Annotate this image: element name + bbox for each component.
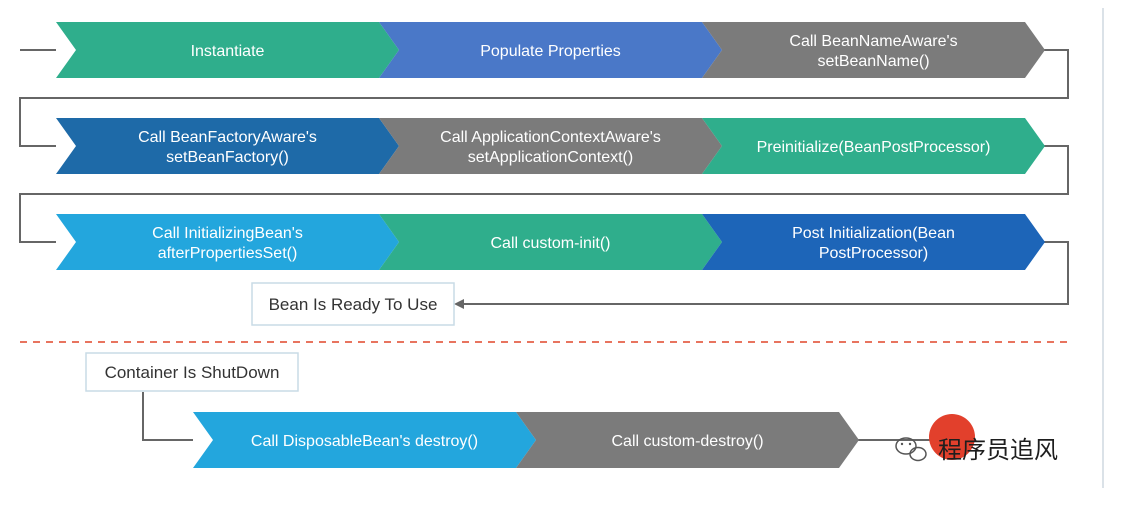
connectors bbox=[19, 49, 1069, 441]
step-post-initialization bbox=[702, 214, 1045, 270]
step-populate-properties-label-line: Populate Properties bbox=[480, 43, 621, 60]
step-set-application-context-label-line: setApplicationContext() bbox=[468, 149, 633, 166]
step-set-bean-name bbox=[702, 22, 1045, 78]
step-instantiate-label: Instantiate bbox=[191, 43, 265, 60]
watermark-text: 程序员追风 bbox=[938, 436, 1058, 464]
step-custom-destroy bbox=[516, 412, 859, 468]
step-instantiate-label-line: Instantiate bbox=[191, 43, 265, 60]
step-preinitialize bbox=[702, 118, 1045, 174]
step-custom-init bbox=[379, 214, 722, 270]
container-shutdown-box-frame bbox=[85, 352, 299, 392]
bean-ready-box: Bean Is Ready To Use bbox=[251, 282, 455, 326]
process-steps: Instantiate Populate Properties Call BeanN… bbox=[56, 22, 1045, 468]
step-preinitialize-label: Preinitialize(BeanPostProcessor) bbox=[757, 139, 991, 156]
connector-row3-ready bbox=[462, 241, 1069, 305]
step-disposable-destroy-label: Call DisposableBean's destroy() bbox=[251, 433, 478, 450]
step-post-initialization-label-line: Post Initialization(Bean bbox=[792, 225, 955, 242]
step-after-properties-set-label: Call InitializingBean's afterPropertiesSe… bbox=[152, 225, 303, 262]
connector-row2-row3 bbox=[19, 145, 1069, 243]
watermark: 程序员追风 bbox=[895, 414, 1058, 464]
step-disposable-destroy bbox=[193, 412, 536, 468]
step-populate-properties-label: Populate Properties bbox=[480, 43, 621, 60]
step-set-bean-factory bbox=[56, 118, 399, 174]
step-set-application-context-label-line: Call ApplicationContextAware's bbox=[440, 129, 661, 146]
step-custom-destroy-label: Call custom-destroy() bbox=[611, 433, 763, 450]
step-set-bean-factory-label-line: setBeanFactory() bbox=[166, 149, 289, 166]
step-set-bean-factory-label-line: Call BeanFactoryAware's bbox=[138, 129, 317, 146]
watermark-badge bbox=[929, 414, 975, 460]
step-custom-destroy-label-line: Call custom-destroy() bbox=[611, 433, 763, 450]
step-disposable-destroy-label-line: Call DisposableBean's destroy() bbox=[251, 433, 478, 450]
bean-ready-box-frame bbox=[251, 282, 455, 326]
step-populate-properties bbox=[379, 22, 722, 78]
step-set-bean-name-label: Call BeanNameAware's setBeanName() bbox=[789, 33, 957, 70]
step-set-bean-factory-label: Call BeanFactoryAware's setBeanFactory() bbox=[138, 129, 317, 166]
step-set-bean-name-label-line: Call BeanNameAware's bbox=[789, 33, 957, 50]
connector-row1-row2 bbox=[19, 49, 1069, 147]
step-after-properties-set-label-line: afterPropertiesSet() bbox=[158, 245, 298, 262]
step-custom-init-label-line: Call custom-init() bbox=[490, 235, 610, 252]
step-set-application-context bbox=[379, 118, 722, 174]
bean-ready-label: Bean Is Ready To Use bbox=[269, 295, 438, 314]
step-preinitialize-label-line: Preinitialize(BeanPostProcessor) bbox=[757, 139, 991, 156]
container-shutdown-box: Container Is ShutDown bbox=[85, 352, 299, 392]
step-after-properties-set bbox=[56, 214, 399, 270]
step-custom-init-label: Call custom-init() bbox=[490, 235, 610, 252]
step-instantiate bbox=[56, 22, 399, 78]
container-shutdown-label: Container Is ShutDown bbox=[105, 363, 280, 382]
step-set-application-context-label: Call ApplicationContextAware's setApplica… bbox=[440, 129, 661, 166]
connector-shutdown-row4 bbox=[142, 392, 193, 441]
ready-arrowhead bbox=[454, 299, 464, 309]
wechat-icon bbox=[895, 437, 927, 462]
step-post-initialization-label-line: PostProcessor) bbox=[819, 245, 928, 262]
step-set-bean-name-label-line: setBeanName() bbox=[817, 53, 929, 70]
step-after-properties-set-label-line: Call InitializingBean's bbox=[152, 225, 303, 242]
